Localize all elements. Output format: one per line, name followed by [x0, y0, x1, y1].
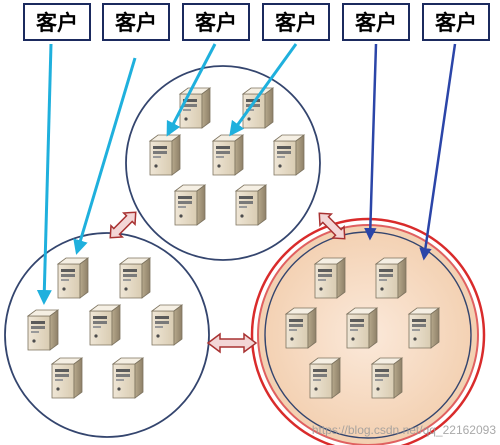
arrow-client-2 [73, 57, 137, 255]
server-icon [309, 357, 341, 399]
server-icon [314, 257, 346, 299]
sync-arrow-left-right [206, 332, 258, 354]
client-label: 客户 [195, 11, 237, 35]
client-label: 客户 [275, 11, 317, 35]
server-icon [346, 307, 378, 349]
server-icon [89, 304, 121, 346]
client-box-2: 客户 [102, 3, 170, 41]
server-icon [112, 357, 144, 399]
arrow-client-3 [166, 43, 217, 137]
watermark-text: https://blog.csdn.net/qq_22162093 [312, 423, 496, 437]
server-icon [27, 309, 59, 351]
server-icon [408, 307, 440, 349]
client-arrows [36, 43, 457, 305]
server-icon [285, 307, 317, 349]
server-icon [273, 134, 305, 176]
client-boxes: 客户 客户 客户 客户 客户 客户 [23, 3, 490, 41]
client-box-1: 客户 [23, 3, 91, 41]
server-icon [119, 257, 151, 299]
arrow-client-5 [364, 43, 378, 241]
server-icon [212, 134, 244, 176]
server-icon [57, 257, 89, 299]
arrow-client-6 [419, 43, 457, 261]
client-box-3: 客户 [182, 3, 250, 41]
server-icon [51, 357, 83, 399]
server-icon [371, 357, 403, 399]
arrow-client-4 [229, 43, 298, 137]
server-icon [179, 87, 211, 129]
sync-arrow-top-left [109, 211, 137, 239]
client-label: 客户 [355, 11, 397, 35]
server-icon [235, 184, 267, 226]
server-icon [242, 87, 274, 129]
server-icon [151, 304, 183, 346]
server-icon [174, 184, 206, 226]
sync-arrow-top-right [318, 212, 346, 240]
client-box-4: 客户 [262, 3, 330, 41]
server-icon [149, 134, 181, 176]
client-box-5: 客户 [342, 3, 410, 41]
server-icon [375, 257, 407, 299]
client-label: 客户 [435, 11, 477, 35]
arrow-client-1 [36, 43, 53, 305]
client-label: 客户 [36, 11, 78, 35]
client-label: 客户 [115, 11, 157, 35]
client-box-6: 客户 [422, 3, 490, 41]
